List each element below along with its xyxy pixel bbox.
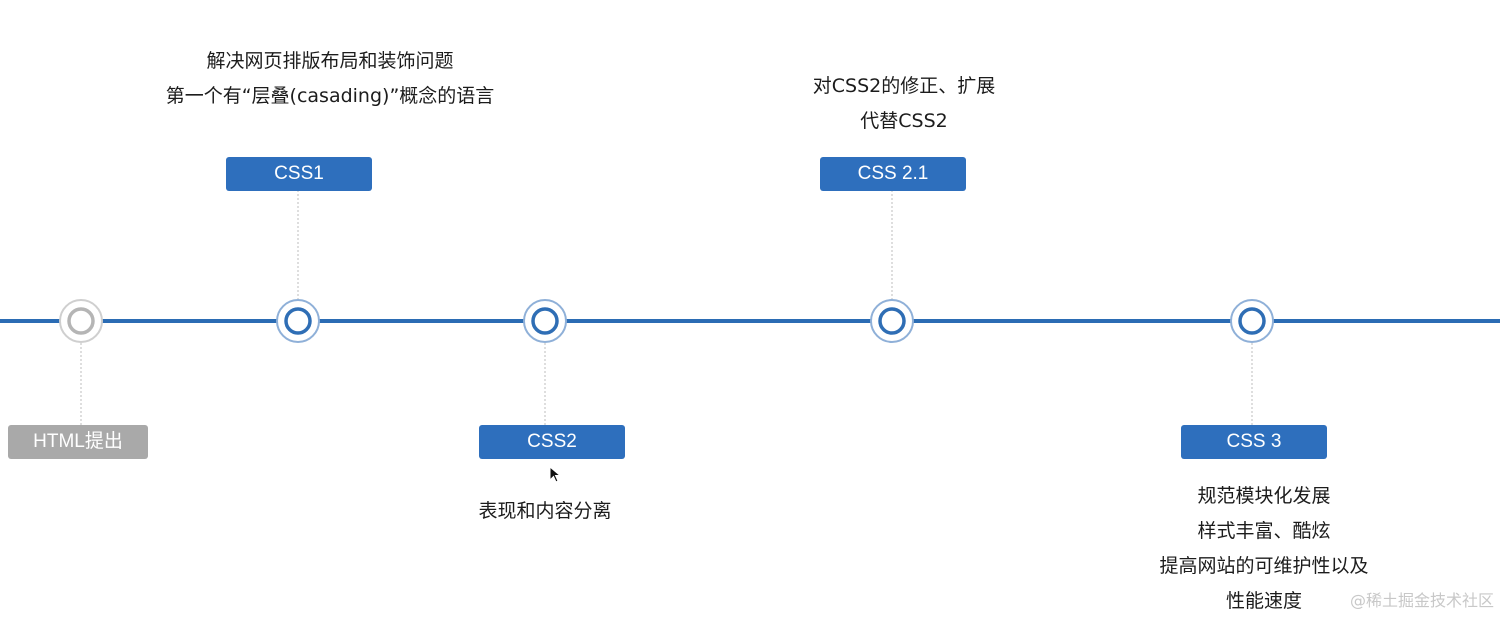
css1-description: 解决网页排版布局和装饰问题 第一个有“层叠(casading)”概念的语言 — [130, 44, 530, 114]
css21-desc-line-2: 代替CSS2 — [860, 110, 948, 132]
css3-desc-line-2: 样式丰富、酷炫 — [1197, 520, 1331, 542]
milestone-label-html: HTML提出 — [8, 425, 148, 459]
css1-desc-line-1: 解决网页排版布局和装饰问题 — [206, 50, 454, 72]
milestone-label-css1: CSS1 — [226, 157, 372, 191]
css1-desc-line-2: 第一个有“层叠(casading)”概念的语言 — [165, 85, 495, 107]
css3-desc-line-1: 规范模块化发展 — [1197, 485, 1331, 507]
node-inner-css2 — [531, 307, 559, 335]
node-inner-css21 — [878, 307, 906, 335]
node-inner-css3 — [1238, 307, 1266, 335]
milestone-label-css3: CSS 3 — [1181, 425, 1327, 459]
node-inner-css1 — [284, 307, 312, 335]
css21-description: 对CSS2的修正、扩展 代替CSS2 — [754, 69, 1054, 139]
mouse-cursor-icon — [549, 466, 561, 483]
watermark: @稀土掘金技术社区 — [1349, 591, 1494, 610]
node-inner-html — [67, 307, 95, 335]
css2-desc-line-1: 表现和内容分离 — [478, 500, 612, 522]
milestone-label-css2: CSS2 — [479, 425, 625, 459]
css21-desc-line-1: 对CSS2的修正、扩展 — [812, 75, 996, 97]
css3-desc-line-4: 性能速度 — [1225, 590, 1302, 612]
css3-desc-line-3: 提高网站的可维护性以及 — [1159, 555, 1369, 577]
milestone-label-css21: CSS 2.1 — [820, 157, 966, 191]
css3-description: 规范模块化发展 样式丰富、酷炫 提高网站的可维护性以及 性能速度 — [1114, 479, 1414, 619]
css2-description: 表现和内容分离 — [445, 494, 645, 529]
